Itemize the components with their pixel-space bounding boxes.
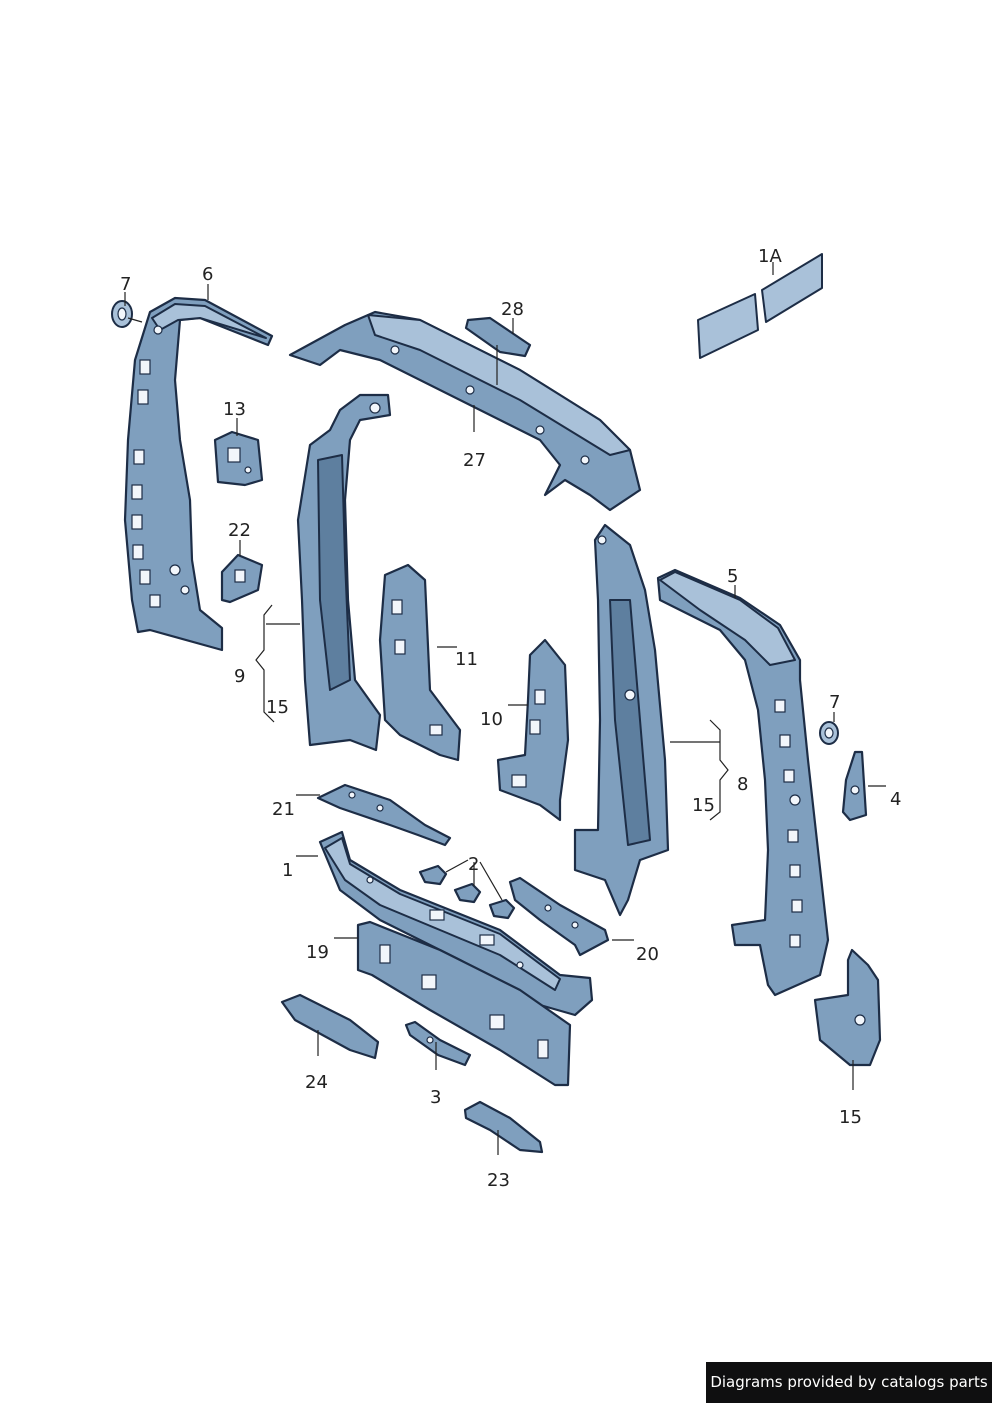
part-27-roof-cross-member[interactable] [288, 310, 642, 512]
callout-19: 19 [306, 942, 329, 963]
callout-labels: 7 6 13 22 9 15 28 27 1A 11 10 5 7 4 8 15… [120, 246, 901, 1191]
callout-7-right: 7 [829, 692, 840, 713]
callout-28: 28 [501, 299, 524, 320]
part-22-small-bracket[interactable] [220, 553, 264, 604]
part-20-bracket[interactable] [508, 876, 610, 957]
callout-23: 23 [487, 1170, 510, 1191]
callout-10: 10 [480, 709, 503, 730]
part-11-reinforcement[interactable] [378, 563, 462, 762]
part-9-inner-pillar[interactable] [296, 393, 392, 752]
part-7-grommet-left[interactable] [111, 300, 133, 328]
part-5-right-pillar[interactable] [656, 568, 830, 997]
callout-2: 2 [468, 854, 479, 875]
callout-8: 8 [737, 774, 748, 795]
part-4-bracket[interactable] [841, 750, 868, 822]
callout-20: 20 [636, 944, 659, 965]
part-10-reinforcement[interactable] [496, 638, 570, 822]
callout-15-right: 15 [839, 1107, 862, 1128]
callout-5: 5 [727, 566, 738, 587]
callout-27: 27 [463, 450, 486, 471]
callout-9: 9 [234, 666, 245, 687]
callout-7-left: 7 [120, 274, 131, 295]
part-28-strap[interactable] [464, 316, 532, 358]
callout-1: 1 [282, 860, 293, 881]
callout-1A: 1A [758, 246, 782, 267]
part-3-bracket[interactable] [404, 1020, 472, 1067]
part-1A-panels[interactable] [697, 253, 823, 359]
callout-13: 13 [223, 399, 246, 420]
part-8-inner-pillar[interactable] [573, 523, 670, 917]
part-2-clips[interactable] [418, 864, 516, 920]
credit-text: Diagrams provided by catalogs parts [710, 1373, 988, 1391]
part-19-lower-cross-member[interactable] [356, 920, 572, 1087]
leader-lines [124, 262, 886, 1155]
part-24-bracket[interactable] [280, 993, 380, 1060]
part-15-closing-panel[interactable] [813, 948, 882, 1067]
credit-banner: Diagrams provided by catalogs parts [706, 1362, 992, 1403]
part-7-grommet-right[interactable] [819, 721, 839, 745]
callout-15-left: 15 [266, 697, 289, 718]
part-23-bracket[interactable] [463, 1100, 544, 1154]
part-21-bracket[interactable] [316, 783, 452, 847]
callout-24: 24 [305, 1072, 328, 1093]
callout-22: 22 [228, 520, 251, 541]
callout-3: 3 [430, 1087, 441, 1108]
callout-11: 11 [455, 649, 478, 670]
part-13-bracket[interactable] [213, 430, 264, 487]
callout-21: 21 [272, 799, 295, 820]
callout-6: 6 [202, 264, 213, 285]
callout-4: 4 [890, 789, 901, 810]
callout-15-mid: 15 [692, 795, 715, 816]
part-6-left-pillar[interactable] [123, 296, 274, 652]
part-1-rear-panel[interactable] [318, 830, 594, 1017]
